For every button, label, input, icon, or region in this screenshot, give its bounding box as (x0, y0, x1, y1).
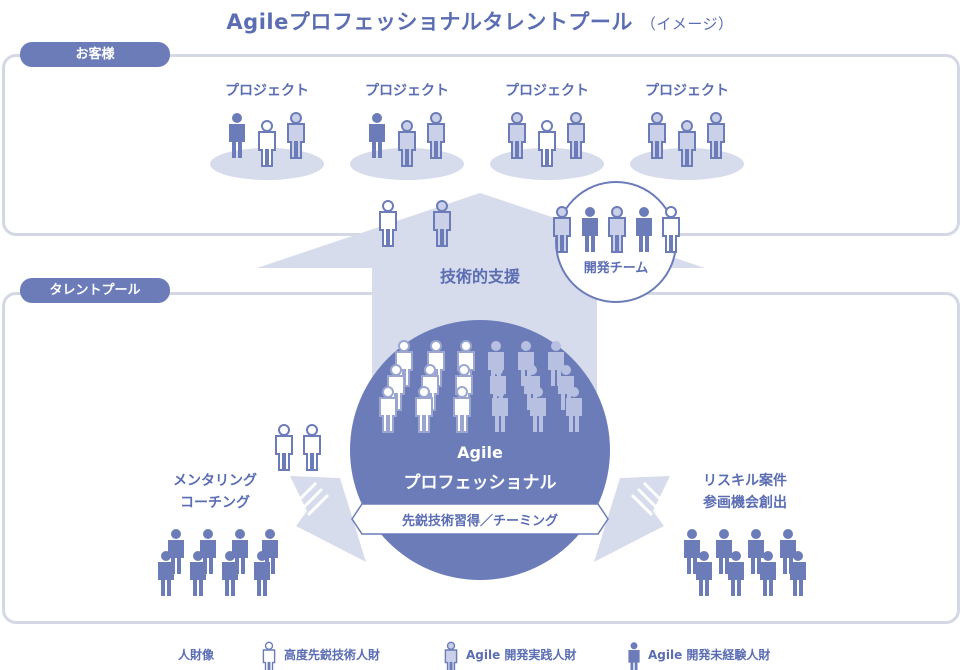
reskill-label: リスキル案件 参画機会創出 (680, 470, 810, 514)
project-2-people (369, 112, 445, 167)
right-group-people (684, 529, 806, 596)
project-label-2: プロジェクト (365, 83, 449, 99)
legend-item-novice: Agile 開発未経験人財 (648, 648, 771, 662)
project-4-people (648, 112, 725, 167)
professional-title-1: Agile (457, 443, 503, 462)
right-arrow (594, 476, 670, 562)
customer-pill: お客様 (20, 42, 170, 67)
left-arrow-stripes (294, 481, 330, 517)
right-arrow-stripes (630, 481, 666, 517)
legend-item-expert: 高度先鋭技術人財 (284, 648, 381, 662)
project-1-people (229, 112, 305, 167)
team-label: 開発チーム (583, 261, 649, 276)
project-label-1: プロジェクト (225, 83, 309, 99)
mentoring-label: メンタリング コーチング (150, 470, 280, 514)
reskill-line-1: リスキル案件 (703, 473, 787, 489)
left-arrow (290, 476, 366, 562)
title-main: Agileプロフェッショナルタレントプール (226, 10, 633, 34)
title-sub: （イメージ） (640, 15, 734, 33)
page-title: Agileプロフェッショナルタレントプール （イメージ） (0, 6, 960, 36)
support-label: 技術的支援 (439, 267, 520, 286)
reskill-line-2: 参画機会創出 (703, 495, 787, 511)
legend-item-practitioner: Agile 開発実践人財 (466, 648, 577, 662)
legend: 人財像 高度先鋭技術人財 Agile 開発実践人財 Agile 開発未経験人財 (0, 646, 960, 666)
project-3-people (508, 112, 585, 167)
project-label-4: プロジェクト (645, 83, 729, 99)
banner-shape (351, 503, 609, 535)
legend-title: 人財像 (178, 648, 215, 662)
talent-pool-pill: タレントプール (20, 278, 170, 303)
left-group-people (158, 529, 278, 596)
banner-label: 先鋭技術習得／チーミング (401, 514, 558, 529)
mentoring-line-2: コーチング (180, 495, 250, 511)
professional-title-2: プロフェッショナル (403, 473, 557, 493)
mentoring-line-1: メンタリング (173, 473, 257, 489)
mentor-people (275, 424, 321, 471)
project-label-3: プロジェクト (505, 83, 589, 99)
